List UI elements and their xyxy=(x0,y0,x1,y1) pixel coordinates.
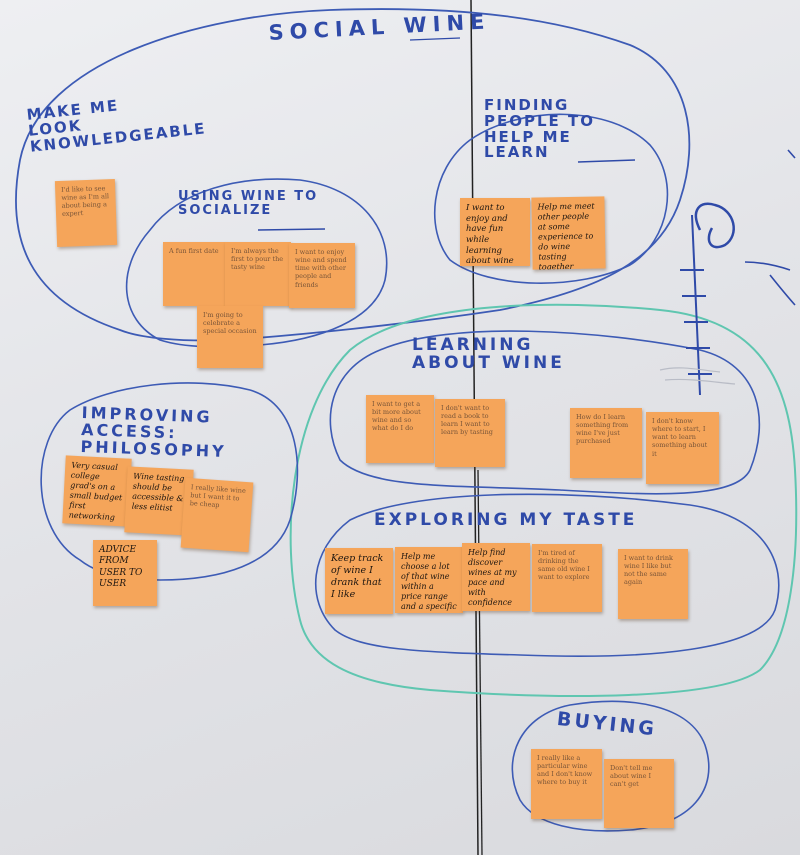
sticky-note[interactable]: I want to get a bit more about wine and … xyxy=(366,395,434,463)
sticky-note[interactable]: I'm tired of drinking the same old wine … xyxy=(532,544,602,612)
sticky-note[interactable]: Advice from user to user xyxy=(93,540,157,606)
sticky-note[interactable]: I don't want to read a book to learn I w… xyxy=(435,399,505,467)
social-wine-underline xyxy=(409,37,461,41)
sticky-note[interactable]: I want to drink wine I like but not the … xyxy=(618,549,688,619)
learning-exploring-outline xyxy=(289,303,798,697)
learn-underline xyxy=(577,159,636,163)
social-wine-outline xyxy=(15,8,691,342)
buying-outline xyxy=(511,700,710,832)
sticky-note[interactable]: I want to enjoy wine and spend time with… xyxy=(289,243,355,308)
sticky-note[interactable]: Help me meet other people at some experi… xyxy=(531,196,606,270)
improving-access-outline xyxy=(40,382,299,581)
sticky-note[interactable]: A fun first date xyxy=(163,242,226,306)
sticky-note[interactable]: I really like wine but I want it to be c… xyxy=(180,477,254,553)
sticky-note[interactable]: Help me choose a lot of that wine within… xyxy=(395,547,463,613)
sticky-note[interactable]: I want to enjoy and have fun while learn… xyxy=(460,198,530,266)
finding-people-outline xyxy=(433,113,669,284)
learning-about-outline xyxy=(329,330,761,495)
socialize-underline xyxy=(257,228,326,231)
sticky-note[interactable]: I'm always the first to pour the tasty w… xyxy=(225,242,291,306)
heading-make-me-look: Make me look knowledgeable xyxy=(25,96,208,156)
sticky-note[interactable]: I don't know where to start, I want to l… xyxy=(646,412,719,484)
sticky-note[interactable]: Help find discover wines at my pace and … xyxy=(462,543,530,611)
faded-scribble xyxy=(659,367,736,385)
scale-sketch-vertical xyxy=(691,214,701,396)
sticky-note[interactable]: I really like a particular wine and I do… xyxy=(531,749,602,819)
heading-improving-access: Improving access: Philosophy xyxy=(80,403,227,461)
sticky-note[interactable]: Don't tell me about wine I can't get xyxy=(604,759,674,828)
sticky-note[interactable]: I'm going to celebrate a special occasio… xyxy=(197,306,263,368)
face-sketch xyxy=(694,202,735,249)
sticky-note[interactable]: Very casual college grad's on a small bu… xyxy=(62,455,132,527)
sticky-note[interactable]: How do I learn something from wine I've … xyxy=(570,408,642,478)
heading-learning-about: Learning about wine xyxy=(412,335,565,373)
sticky-note[interactable]: Keep track of wine I drank that I like xyxy=(325,548,393,614)
exploring-taste-outline xyxy=(314,493,780,657)
sticky-note[interactable]: I'd like to see wine as I'm all about be… xyxy=(54,178,118,248)
heading-finding-people: Finding people to help me learn xyxy=(484,96,595,162)
right-edge-scribble xyxy=(744,149,796,306)
heading-using-wine: Using wine to socialize xyxy=(178,189,319,218)
heading-exploring-taste: Exploring my taste xyxy=(374,510,638,530)
panel-divider-line-lower xyxy=(477,469,483,855)
